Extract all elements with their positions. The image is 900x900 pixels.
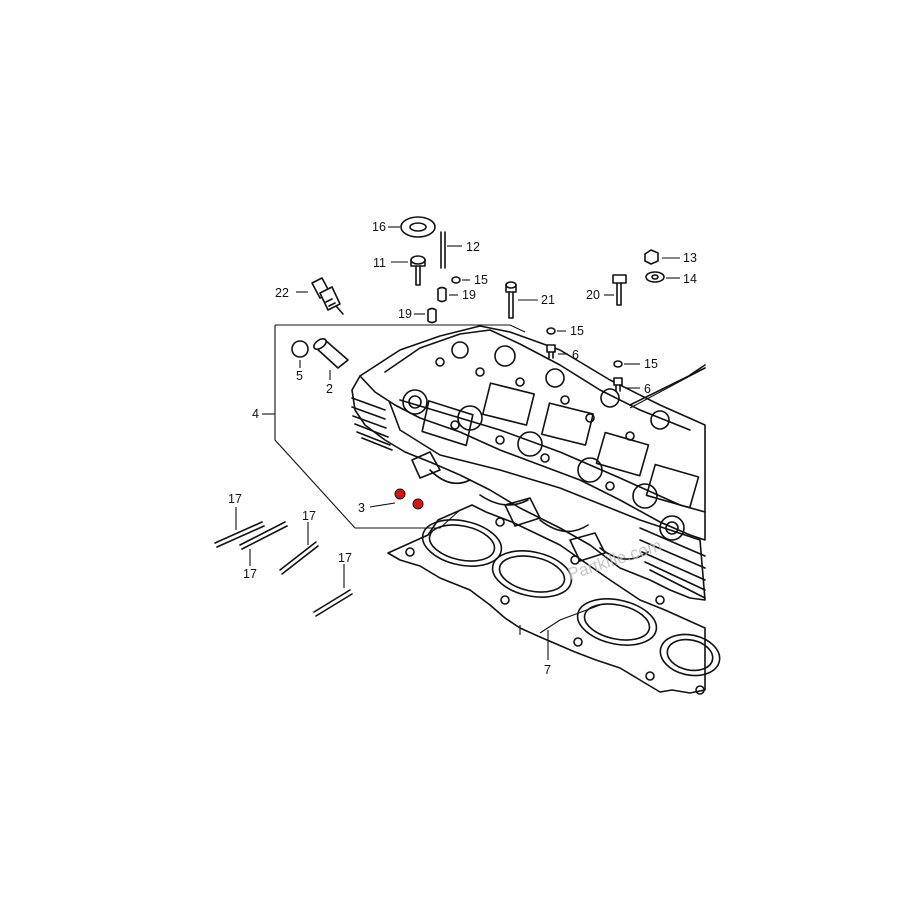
callout-17: 17 [302,509,316,523]
callout-13: 13 [683,251,697,265]
callout-21: 21 [541,293,555,307]
callout-12: 12 [466,240,480,254]
cylinder-head [351,325,706,601]
callout-15: 15 [570,324,584,338]
callout-16: 16 [372,220,386,234]
part-14-washer [645,271,680,283]
callout-6: 6 [572,348,579,362]
callout-3: 3 [358,501,365,515]
callout-17: 17 [243,567,257,581]
part-12-stud [440,231,462,269]
part-16-gasket [388,216,436,238]
callout-14: 14 [683,272,697,286]
callout-17: 17 [338,551,352,565]
part-19-dowel [414,286,458,324]
callout-5: 5 [296,369,303,383]
assembly-bracket [262,324,526,529]
part-6-bolt [546,344,640,392]
callout-2: 2 [326,382,333,396]
callout-15: 15 [644,357,658,371]
callout-19: 19 [462,288,476,302]
part-11-bolt [391,255,426,286]
callout-15: 15 [474,273,488,287]
callout-20: 20 [586,288,600,302]
callout-19: 19 [398,307,412,321]
callout-6: 6 [644,382,651,396]
part-4-leader [629,367,706,409]
part-3-seal-highlight [369,488,424,510]
part-5-o-ring [291,340,309,368]
part-15-washer [451,276,640,368]
callout-7: 7 [544,663,551,677]
callout-22: 22 [275,286,289,300]
head-gasket [387,504,721,695]
part-22-spark-plug [296,277,344,315]
callout-11: 11 [373,256,386,270]
part-17-stud [214,507,353,617]
part-20-bolt [604,274,627,306]
callout-4: 4 [252,407,259,421]
part-21-bolt [505,281,538,319]
part-13-nut [644,249,680,265]
callout-17: 17 [228,492,242,506]
part-2-valve-guide [313,338,349,380]
